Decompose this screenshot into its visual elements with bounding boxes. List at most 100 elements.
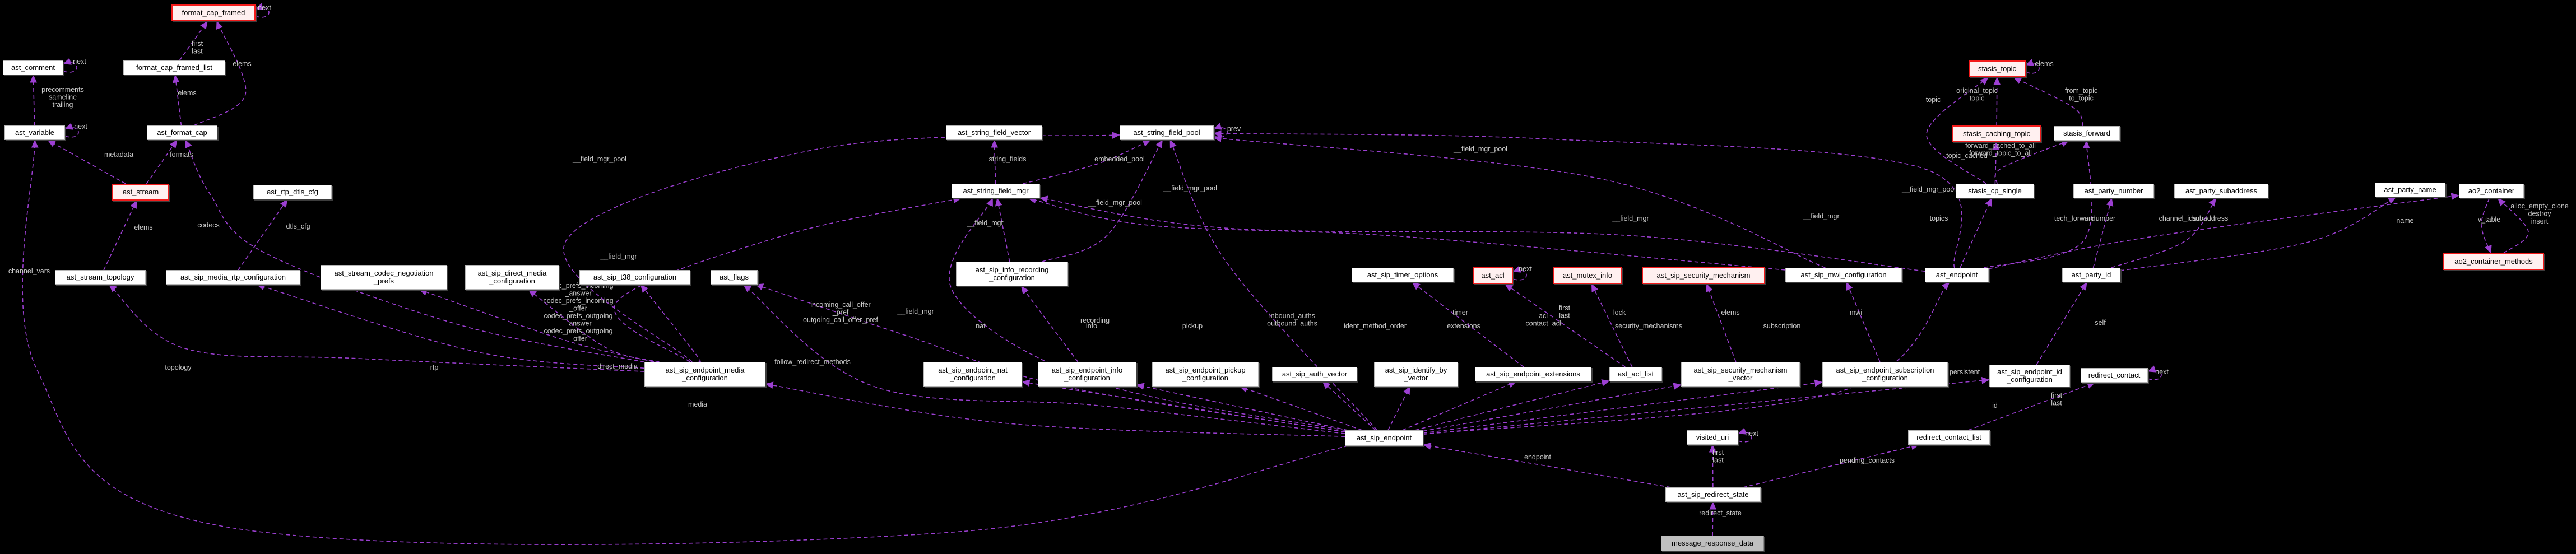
edge-sforward-to-stopic: [2013, 77, 2083, 127]
node-partyid[interactable]: ast_party_id: [2062, 268, 2120, 282]
edge-label-sipendpoint-natcfg: nat: [976, 322, 986, 330]
node-inforec[interactable]: ast_sip_info_recording _configuration: [956, 262, 1068, 286]
node-flags[interactable]: ast_flags: [711, 270, 758, 285]
node-idcfg[interactable]: ast_sip_endpoint_id _configuration: [1989, 365, 2070, 387]
node-sforward[interactable]: stasis_forward: [2054, 126, 2120, 141]
edge-endpoint-to-scp: [1960, 198, 1992, 268]
edge-idcfg-to-partyid: [2036, 282, 2087, 365]
edge-sipendpoint-to-secvec: [1423, 383, 1682, 432]
node-directmedia[interactable]: ast_sip_direct_media _configuration: [465, 265, 559, 290]
edge-mwicfg-to-sfm: [1028, 196, 1786, 271]
edge-label-sfm-sfp: embedded_pool: [1094, 155, 1145, 163]
node-pnumber[interactable]: ast_party_number: [2073, 184, 2154, 198]
node-redirclist[interactable]: redirect_contact_list: [1908, 430, 1990, 445]
edge-sipendpoint-to-mediacfg: [765, 381, 1345, 437]
edge-scp-to-sforward: [1994, 140, 2069, 184]
edge-label-sipendpoint-pickupcfg: pickup: [1182, 322, 1203, 330]
node-afc[interactable]: ast_format_cap: [147, 125, 217, 140]
node-psubaddr[interactable]: ast_party_subaddress: [2174, 184, 2268, 198]
edge-mediacfg-to-directmedia: [528, 289, 660, 362]
node-ao2m[interactable]: ao2_container_methods: [2443, 253, 2544, 270]
edge-label-endpoint-sforward: tech_forward: [2054, 215, 2095, 222]
edge-label-mediacfg-rtpcfg: rtp: [430, 364, 439, 371]
node-sfm[interactable]: ast_string_field_mgr: [952, 184, 1040, 198]
edge-label-mediacfg-directmedia: direct_media: [597, 362, 638, 370]
edge-endpoint-to-sforward: [1983, 140, 2092, 268]
edge-label-endpoint-sfp: __field_mgr_pool: [1901, 185, 1956, 193]
node-topo[interactable]: ast_stream_topology: [55, 270, 146, 285]
node-ao2[interactable]: ao2_container: [2459, 184, 2524, 198]
edge-label-ao2-ao2m: v_table: [2478, 216, 2500, 224]
node-redirstate[interactable]: ast_sip_redirect_state: [1665, 487, 1761, 502]
edge-label-endpoint-scp: topics: [1930, 215, 1948, 222]
edge-label-idcfg-partyid: self: [2095, 319, 2106, 327]
node-var[interactable]: ast_variable: [4, 125, 65, 140]
edge-label-endpoint-ao2: channel_ids: [2159, 215, 2197, 222]
node-sipendpoint[interactable]: ast_sip_endpoint: [1345, 430, 1423, 446]
node-rtpcfg[interactable]: ast_sip_media_rtp_configuration: [166, 270, 300, 285]
node-authvec[interactable]: ast_sip_auth_vector: [1272, 367, 1357, 381]
edge-sipendpoint-to-idcfg: [1423, 376, 1990, 435]
node-visited[interactable]: visited_uri: [1687, 430, 1738, 445]
node-comment[interactable]: ast_comment: [3, 60, 63, 75]
node-pname[interactable]: ast_party_name: [2375, 183, 2445, 197]
node-stream[interactable]: ast_stream: [112, 184, 169, 201]
edge-label-sipendpoint-sfp: __field_mgr_pool: [1163, 184, 1217, 192]
node-secmech[interactable]: ast_sip_security_mechanism: [1642, 267, 1765, 284]
node-sfv[interactable]: ast_string_field_vector: [946, 125, 1042, 140]
node-msgresp[interactable]: message_response_data: [1661, 536, 1764, 551]
node-acllist[interactable]: ast_acl_list: [1609, 367, 1662, 381]
node-endpoint[interactable]: ast_endpoint: [1925, 268, 1989, 282]
edge-mediacfg-to-codecprefs: [419, 288, 655, 362]
node-fcf[interactable]: format_cap_framed: [171, 4, 256, 21]
node-sfp[interactable]: ast_string_field_pool: [1120, 125, 1214, 140]
node-dtls[interactable]: ast_rtp_dtls_cfg: [253, 185, 332, 199]
edge-afc-to-fcfl: [172, 75, 182, 126]
node-secvec[interactable]: ast_sip_security_mechanism _vector: [1681, 362, 1800, 387]
node-extensions[interactable]: ast_sip_endpoint_extensions: [1475, 367, 1591, 381]
edge-infocfg-to-inforec: [1020, 286, 1079, 362]
edge-topo-to-stream: [103, 200, 137, 271]
node-natcfg[interactable]: ast_sip_endpoint_nat _configuration: [923, 362, 1022, 387]
node-timeropts[interactable]: ast_sip_timer_options: [1352, 268, 1454, 282]
node-acl[interactable]: ast_acl: [1473, 267, 1513, 284]
node-fcfl[interactable]: format_cap_framed_list: [123, 60, 225, 75]
node-redirc[interactable]: redirect_contact: [2081, 368, 2148, 383]
edge-mediacfg-to-t38: [640, 284, 701, 362]
node-scp[interactable]: stasis_cp_single: [1956, 184, 2034, 198]
edge-afc-to-fcf: [193, 21, 247, 126]
node-pickupcfg[interactable]: ast_sip_endpoint_pickup _configuration: [1152, 362, 1259, 387]
edge-inforec-to-sfp: [1042, 139, 1163, 262]
edge-label-endpoint-sfm: __field_mgr: [1802, 212, 1839, 220]
node-scaching[interactable]: stasis_caching_topic: [1952, 125, 2041, 142]
edge-label-extensions-timeropts: timer: [1452, 309, 1468, 316]
edge-label-mediacfg-sfp: __field_mgr_pool: [572, 155, 626, 163]
node-subcfg[interactable]: ast_sip_endpoint_subscription _configura…: [1822, 362, 1948, 387]
edge-label-scp-stopic: topic: [1926, 96, 1941, 104]
edge-mediacfg-to-afc: [185, 139, 645, 363]
edge-label-sipendpoint-idcfg: id: [1992, 402, 1998, 409]
edge-endpoint-to-sfm: [1039, 195, 1925, 272]
edge-label-mediacfg-topo: topology: [165, 364, 192, 371]
edge-redirstate-to-redirclist: [1743, 443, 1920, 488]
edge-label-sipendpoint-identvec: ident_method_order: [1344, 322, 1407, 330]
edge-label-msgresp-redirstate: redirect_state: [1699, 509, 1742, 517]
node-codecprefs[interactable]: ast_stream_codec_negotiation _prefs: [321, 265, 447, 290]
node-t38[interactable]: ast_sip_t38_configuration: [579, 270, 690, 285]
node-mwicfg[interactable]: ast_sip_mwi_configuration: [1785, 268, 1902, 282]
node-infocfg[interactable]: ast_sip_endpoint_info _configuration: [1038, 362, 1136, 387]
node-stopic[interactable]: stasis_topic: [1969, 60, 2026, 77]
edge-var-to-var: [64, 123, 79, 138]
edge-inforec-to-sfm: [995, 198, 1010, 262]
edge-label-sipendpoint-endpoint: persistent: [1950, 368, 1980, 376]
edge-scp-to-stopic: [1926, 77, 1989, 184]
edge-var-to-comment: [30, 75, 38, 126]
edge-sipendpoint-to-endpoint: [1423, 282, 1950, 435]
edge-label-sipendpoint-extensions: extensions: [1447, 322, 1480, 330]
node-mediacfg[interactable]: ast_sip_endpoint_media _configuration: [644, 362, 765, 387]
node-identvec[interactable]: ast_sip_identify_by _vector: [1374, 362, 1458, 387]
node-mutex[interactable]: ast_mutex_info: [1553, 267, 1622, 284]
